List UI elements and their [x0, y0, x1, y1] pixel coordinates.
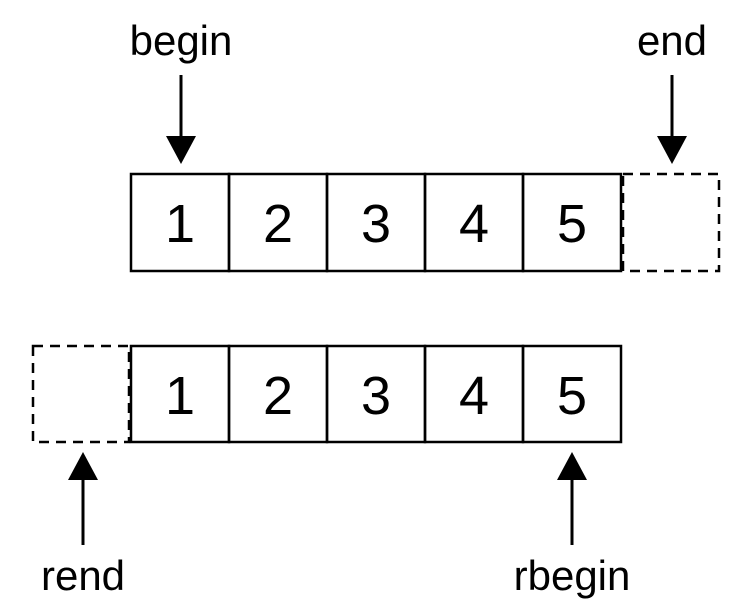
past-the-end-cell	[621, 172, 721, 273]
end-label: end	[637, 17, 707, 64]
cell-value: 4	[459, 194, 489, 254]
cell-value: 1	[165, 194, 195, 254]
rbegin-pointer: rbegin	[514, 452, 631, 599]
begin-pointer: begin	[130, 17, 233, 164]
cell-value: 2	[263, 366, 293, 426]
cell-value: 3	[361, 194, 391, 254]
cell-value: 2	[263, 194, 293, 254]
rend-arrow-head	[68, 452, 98, 480]
end-pointer: end	[637, 17, 707, 164]
cell-value: 1	[165, 366, 195, 426]
rend-pointer: rend	[41, 452, 125, 599]
array-cell-5	[521, 344, 623, 444]
cell-value: 4	[459, 366, 489, 426]
cell-value: 5	[557, 366, 587, 426]
reverse-array: 1 2 3 4 5	[31, 344, 623, 444]
end-arrow-head	[657, 136, 687, 164]
begin-arrow-head	[166, 136, 196, 164]
cell-value: 3	[361, 366, 391, 426]
rend-label: rend	[41, 552, 125, 599]
forward-array: 1 2 3 4 5	[129, 172, 721, 273]
before-the-begin-cell	[31, 344, 131, 444]
rbegin-label: rbegin	[514, 552, 631, 599]
rbegin-arrow-head	[557, 452, 587, 480]
array-cell-5	[521, 172, 623, 273]
cell-value: 5	[557, 194, 587, 254]
begin-label: begin	[130, 17, 233, 64]
